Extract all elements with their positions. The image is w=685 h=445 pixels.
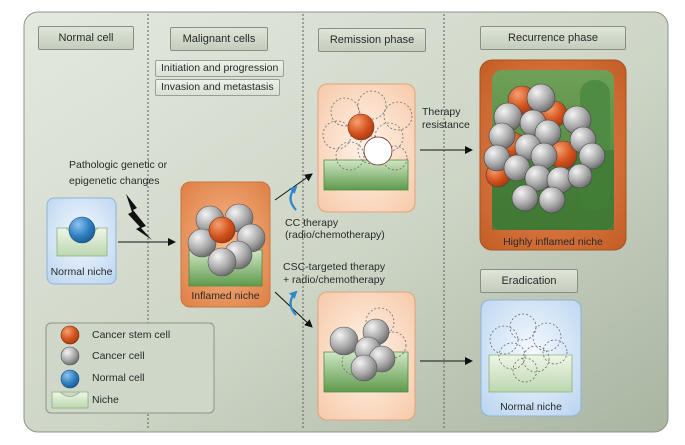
legend-cancer-cell-swatch bbox=[60, 346, 80, 366]
therapy-curved-arrows bbox=[288, 185, 298, 316]
highly-inflamed-niche-box bbox=[479, 59, 627, 251]
label-normal-niche: Normal niche bbox=[50, 266, 113, 278]
label-pathologic-changes-line1: Pathologic genetic or bbox=[69, 159, 168, 171]
label-therapy-resistance-line1: Therapy bbox=[422, 106, 461, 118]
legend-label-normal-cell: Normal cell bbox=[92, 372, 145, 384]
label-cc-therapy-line2: (radio/chemotherapy) bbox=[285, 229, 385, 241]
label-inflamed-niche: Inflamed niche bbox=[191, 290, 260, 302]
label-highly-inflamed-niche: Highly inflamed niche bbox=[503, 236, 603, 248]
legend-niche-swatch bbox=[51, 391, 89, 409]
eradication-niche-box bbox=[480, 299, 582, 417]
tag-initiation-progression: Initiation and progression bbox=[155, 60, 285, 77]
lightning-bolt-icon bbox=[126, 194, 152, 240]
remission-csc-box bbox=[317, 291, 416, 421]
legend-label-cancer-cell: Cancer cell bbox=[92, 350, 145, 362]
legend-label-cancer-stem-cell: Cancer stem cell bbox=[92, 329, 171, 341]
legend-cancer-stem-cell-swatch bbox=[60, 325, 80, 345]
label-csc-therapy-line1: CSC-targeted therapy bbox=[283, 261, 386, 273]
header-malignant-cells: Malignant cells bbox=[170, 27, 268, 51]
label-cc-therapy-line1: CC therapy bbox=[285, 217, 339, 229]
inflamed-niche-box bbox=[180, 181, 271, 308]
label-eradication-normal-niche: Normal niche bbox=[500, 401, 562, 413]
label-pathologic-changes-line2: epigenetic changes bbox=[69, 175, 160, 187]
legend-box bbox=[45, 322, 215, 414]
normal-niche-box bbox=[46, 197, 117, 285]
phase-dividers bbox=[147, 14, 445, 430]
tag-invasion-metastasis: Invasion and metastasis bbox=[155, 79, 280, 96]
header-remission-phase: Remission phase bbox=[318, 28, 426, 52]
remission-cc-box bbox=[317, 83, 416, 213]
label-csc-therapy-line2: + radio/chemotherapy bbox=[283, 274, 385, 286]
header-eradication: Eradication bbox=[480, 269, 578, 293]
legend-normal-cell-swatch bbox=[60, 369, 80, 389]
header-recurrence-phase: Recurrence phase bbox=[480, 26, 626, 50]
legend-label-niche: Niche bbox=[92, 394, 119, 406]
label-therapy-resistance-line2: resistance bbox=[422, 119, 470, 131]
header-normal-cell: Normal cell bbox=[38, 26, 134, 50]
